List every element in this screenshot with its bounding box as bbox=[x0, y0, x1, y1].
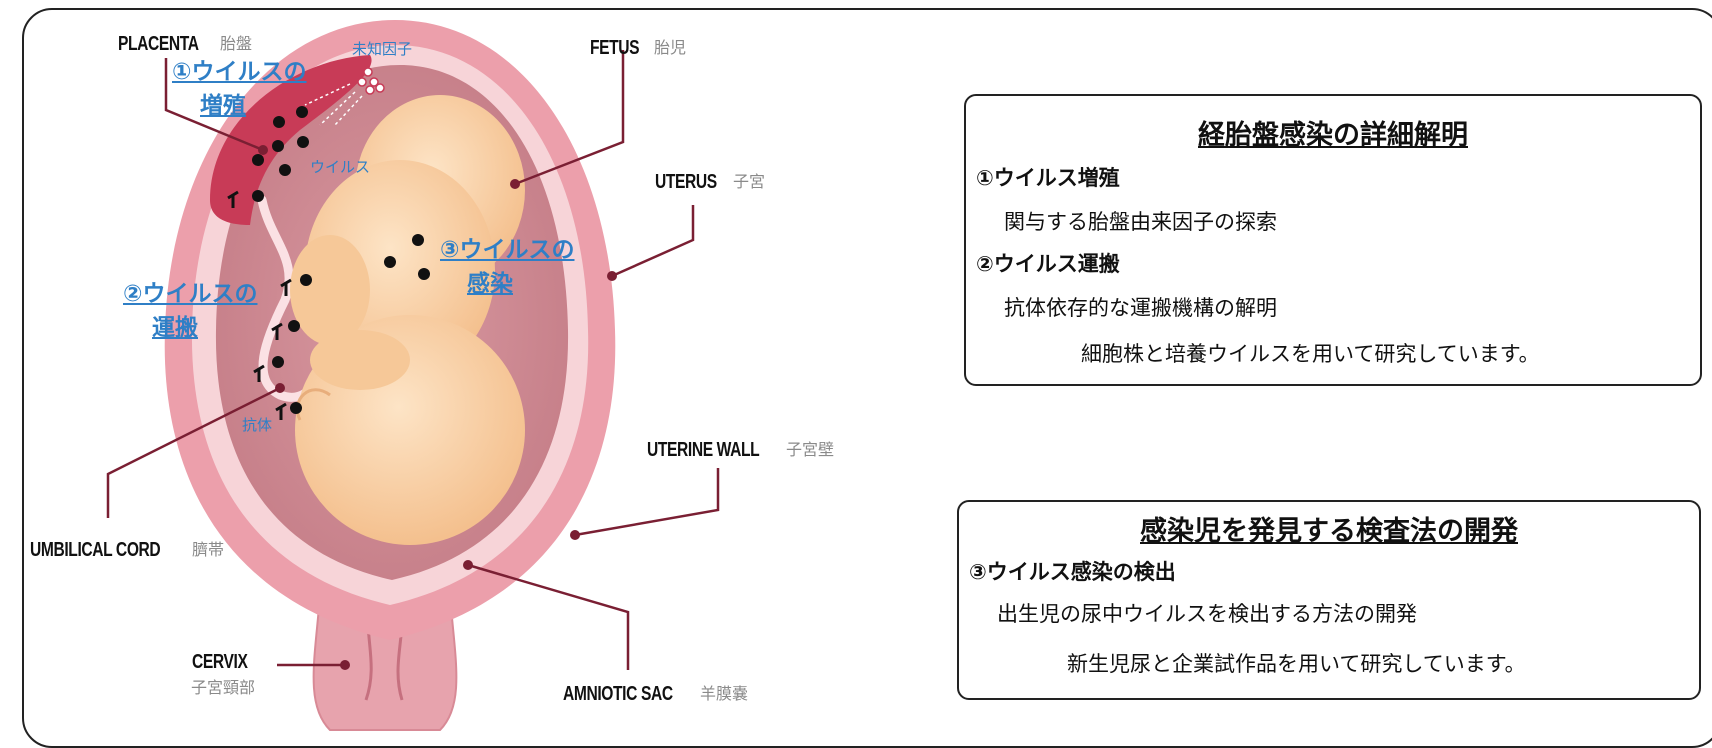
amniotic-sac-label: AMNIOTIC SAC bbox=[563, 683, 673, 705]
box2-title: 感染児を発見する検査法の開発 bbox=[1140, 516, 1518, 547]
step1-label-line2: 増殖 bbox=[200, 93, 246, 119]
uterine-wall-jp-label: 子宮壁 bbox=[786, 440, 835, 459]
umbilical-cord-jp-label: 臍帯 bbox=[192, 540, 225, 559]
leader-lines bbox=[106, 50, 720, 670]
box1-item2-desc: 抗体依存的な運搬機構の解明 bbox=[1004, 296, 1277, 320]
box1-item2-heading: ②ウイルス運搬 bbox=[976, 252, 1120, 276]
box1-note: 細胞株と培養ウイルスを用いて研究しています。 bbox=[1081, 342, 1540, 366]
cervix-label: CERVIX bbox=[192, 651, 248, 673]
antibody-marks bbox=[227, 190, 292, 420]
cervix-jp-label: 子宮頸部 bbox=[191, 678, 256, 697]
unknown-factor-arrows bbox=[304, 83, 363, 126]
box2-item1-desc: 出生児の尿中ウイルスを検出する方法の開発 bbox=[997, 602, 1417, 626]
uterine-wall-label: UTERINE WALL bbox=[647, 439, 760, 461]
box1-item1-desc: 関与する胎盤由来因子の探索 bbox=[1004, 210, 1277, 234]
research-box-detection: 感染児を発見する検査法の開発 ③ウイルス感染の検出 出生児の尿中ウイルスを検出す… bbox=[957, 500, 1701, 700]
placenta-jp-label: 胎盤 bbox=[220, 34, 253, 53]
antibody-label: 抗体 bbox=[242, 416, 273, 434]
amniotic-sac-jp-label: 羊膜嚢 bbox=[700, 684, 749, 703]
placenta-label: PLACENTA bbox=[118, 33, 199, 55]
fetus-shape bbox=[290, 95, 525, 545]
uterus-label: UTERUS bbox=[655, 171, 717, 193]
virus-label: ウイルス bbox=[310, 158, 371, 176]
fetus-jp-label: 胎児 bbox=[654, 38, 687, 57]
virus-particles bbox=[252, 106, 430, 414]
step1-label-line1: ①ウイルスの bbox=[172, 59, 307, 85]
step2-label-line1: ②ウイルスの bbox=[123, 281, 258, 307]
fetus-label: FETUS bbox=[590, 37, 640, 59]
leader-dots bbox=[258, 145, 617, 670]
unknown-factor-dots bbox=[357, 67, 385, 95]
box1-title: 経胎盤感染の詳細解明 bbox=[1198, 120, 1468, 151]
step2-label-line2: 運搬 bbox=[152, 315, 198, 341]
step3-label-line1: ③ウイルスの bbox=[440, 237, 575, 263]
placenta-shape bbox=[210, 55, 372, 225]
box2-note: 新生児尿と企業試作品を用いて研究しています。 bbox=[1067, 652, 1526, 676]
box1-item1-heading: ①ウイルス増殖 bbox=[976, 166, 1120, 190]
uterus-jp-label: 子宮 bbox=[733, 172, 766, 191]
unknown-factor-label: 未知因子 bbox=[352, 40, 413, 58]
step3-label-line2: 感染 bbox=[467, 271, 513, 297]
umbilical-cord-label: UMBILICAL CORD bbox=[30, 539, 161, 561]
research-box-transplacental: 経胎盤感染の詳細解明 ①ウイルス増殖 関与する胎盤由来因子の探索 ②ウイルス運搬… bbox=[964, 94, 1702, 386]
box2-item1-heading: ③ウイルス感染の検出 bbox=[969, 560, 1176, 584]
